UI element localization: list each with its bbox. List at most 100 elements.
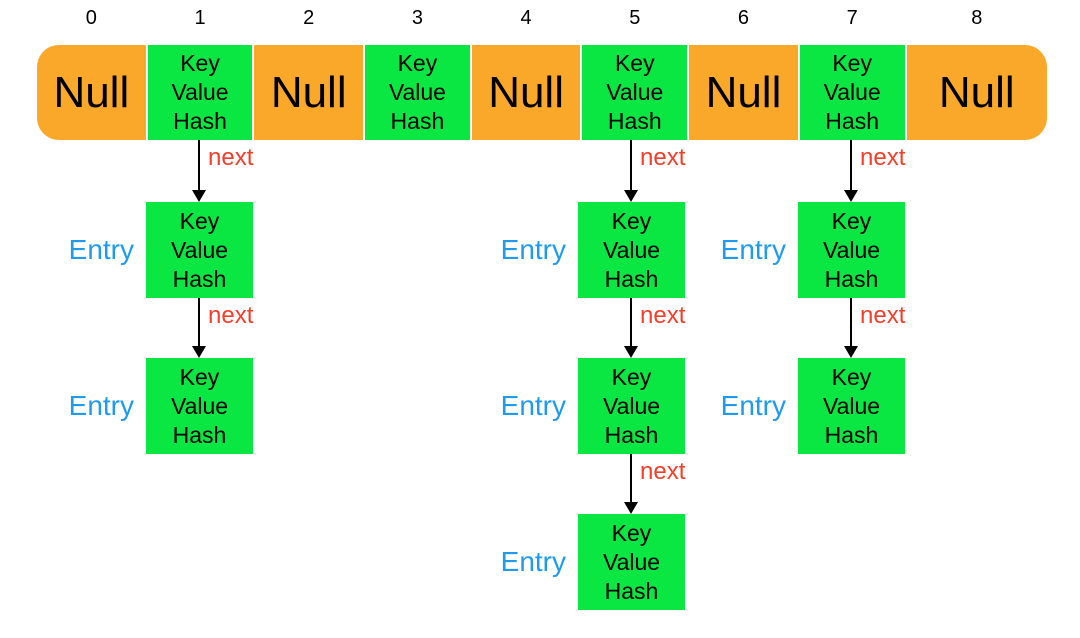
entry-field-key: Key <box>611 519 652 546</box>
entry-row: Entry Key Value Hash <box>33 202 259 298</box>
arrow-head-icon <box>624 502 638 514</box>
null-label: Null <box>270 67 347 117</box>
entry-fields: Key Value Hash <box>603 519 660 606</box>
entry-field-key: Key <box>614 50 655 76</box>
entry-row: Entry Key Value Hash <box>685 202 911 298</box>
entry-field-value: Value <box>602 392 661 419</box>
entry-field-hash: Hash <box>604 577 659 604</box>
entry-field-hash: Hash <box>173 108 227 134</box>
bucket-cell-2-null: Null <box>254 45 363 140</box>
bucket-cell-6-null: Null <box>689 45 798 140</box>
bucket-index-4: 4 <box>520 7 532 29</box>
entry-field-value: Value <box>388 79 446 105</box>
arrow-down-icon <box>198 140 200 193</box>
entry-node: Key Value Hash <box>578 202 685 298</box>
entry-field-key: Key <box>180 50 220 76</box>
arrow-down-icon <box>630 140 632 193</box>
entry-fields: Key Value Hash <box>389 49 446 136</box>
entry-field-hash: Hash <box>607 108 662 134</box>
bucket-cell-8-null: Null <box>907 45 1048 140</box>
entry-field-hash: Hash <box>825 108 879 134</box>
entry-field-hash: Hash <box>824 265 879 292</box>
chain-bucket-1: next Entry Key Value Hash next Entry Key <box>33 140 259 454</box>
entry-field-hash: Hash <box>172 421 227 448</box>
bucket-cell-4-null: Null <box>472 45 581 140</box>
entry-fields: Key Value Hash <box>606 49 663 136</box>
next-link: next <box>33 140 259 202</box>
bucket-cell-3-entry: Key Value Hash <box>363 45 472 140</box>
bucket-index-1: 1 <box>194 7 206 29</box>
entry-field-hash: Hash <box>172 265 227 292</box>
arrow-head-icon <box>844 190 858 202</box>
entry-field-key: Key <box>831 207 872 234</box>
entry-fields: Key Value Hash <box>823 207 880 294</box>
next-label: next <box>860 302 906 329</box>
entry-field-value: Value <box>170 392 229 419</box>
null-label: Null <box>488 67 564 117</box>
entry-node: Key Value Hash <box>146 202 253 298</box>
entry-field-key: Key <box>611 363 652 390</box>
entry-field-value: Value <box>822 392 881 419</box>
entry-fields: Key Value Hash <box>171 363 228 450</box>
bucket-index-8: 8 <box>971 7 983 29</box>
entry-label: Entry <box>500 390 566 421</box>
next-label: next <box>640 458 686 485</box>
chain-bucket-5: next Entry Key Value Hash next Entry Key <box>465 140 691 610</box>
entry-row: Entry Key Value Hash <box>465 202 691 298</box>
next-link: next <box>465 298 691 358</box>
entry-node: Key Value Hash <box>146 358 253 454</box>
arrow-down-icon <box>850 298 852 349</box>
arrow-head-icon <box>624 346 638 358</box>
entry-field-hash: Hash <box>604 265 659 292</box>
entry-node: Key Value Hash <box>578 514 685 610</box>
next-label: next <box>860 144 906 171</box>
entry-fields: Key Value Hash <box>171 207 228 294</box>
entry-field-key: Key <box>397 50 438 76</box>
entry-label: Entry <box>720 390 786 421</box>
bucket-index-5: 5 <box>629 7 641 29</box>
arrow-down-icon <box>630 298 632 349</box>
bucket-index-6: 6 <box>737 7 750 29</box>
entry-node: Key Value Hash <box>798 202 905 298</box>
entry-node: Key Value Hash <box>578 358 685 454</box>
entry-row: Entry Key Value Hash <box>33 358 259 454</box>
entry-field-value: Value <box>602 548 661 575</box>
bucket-index-0: 0 <box>85 7 97 29</box>
arrow-down-icon <box>198 298 200 349</box>
next-link: next <box>465 140 691 202</box>
entry-row: Entry Key Value Hash <box>465 514 691 610</box>
entry-field-hash: Hash <box>390 108 445 134</box>
entry-field-hash: Hash <box>824 421 879 448</box>
entry-field-value: Value <box>602 236 661 263</box>
entry-field-key: Key <box>831 363 872 390</box>
arrow-head-icon <box>624 190 638 202</box>
entry-fields: Key Value Hash <box>171 49 228 136</box>
entry-field-key: Key <box>611 207 652 234</box>
bucket-cell-0-null: Null <box>37 45 146 140</box>
next-label: next <box>208 144 254 171</box>
null-label: Null <box>53 67 130 117</box>
arrow-head-icon <box>192 346 206 358</box>
bucket-cell-7-entry: Key Value Hash <box>797 45 907 140</box>
next-label: next <box>640 302 686 329</box>
entry-label: Entry <box>500 234 566 265</box>
entry-row: Entry Key Value Hash <box>685 358 911 454</box>
null-label: Null <box>705 67 782 117</box>
entry-field-value: Value <box>823 79 881 105</box>
entry-label: Entry <box>68 234 134 265</box>
entry-fields: Key Value Hash <box>824 49 881 136</box>
entry-label: Entry <box>68 390 134 421</box>
entry-fields: Key Value Hash <box>823 363 880 450</box>
entry-field-value: Value <box>606 79 664 105</box>
bucket-index-7: 7 <box>846 7 858 29</box>
entry-fields: Key Value Hash <box>603 207 660 294</box>
chain-bucket-7: next Entry Key Value Hash next Entry Key <box>685 140 911 454</box>
entry-field-value: Value <box>171 79 229 105</box>
arrow-head-icon <box>844 346 858 358</box>
bucket-index-row: 0 1 2 3 4 5 6 7 8 <box>37 6 1047 34</box>
bucket-array-bar: Null Key Value Hash Null Key Value Hash … <box>37 45 1047 140</box>
entry-field-key: Key <box>179 207 220 234</box>
entry-field-value: Value <box>822 236 881 263</box>
bucket-cell-5-entry: Key Value Hash <box>580 45 690 140</box>
